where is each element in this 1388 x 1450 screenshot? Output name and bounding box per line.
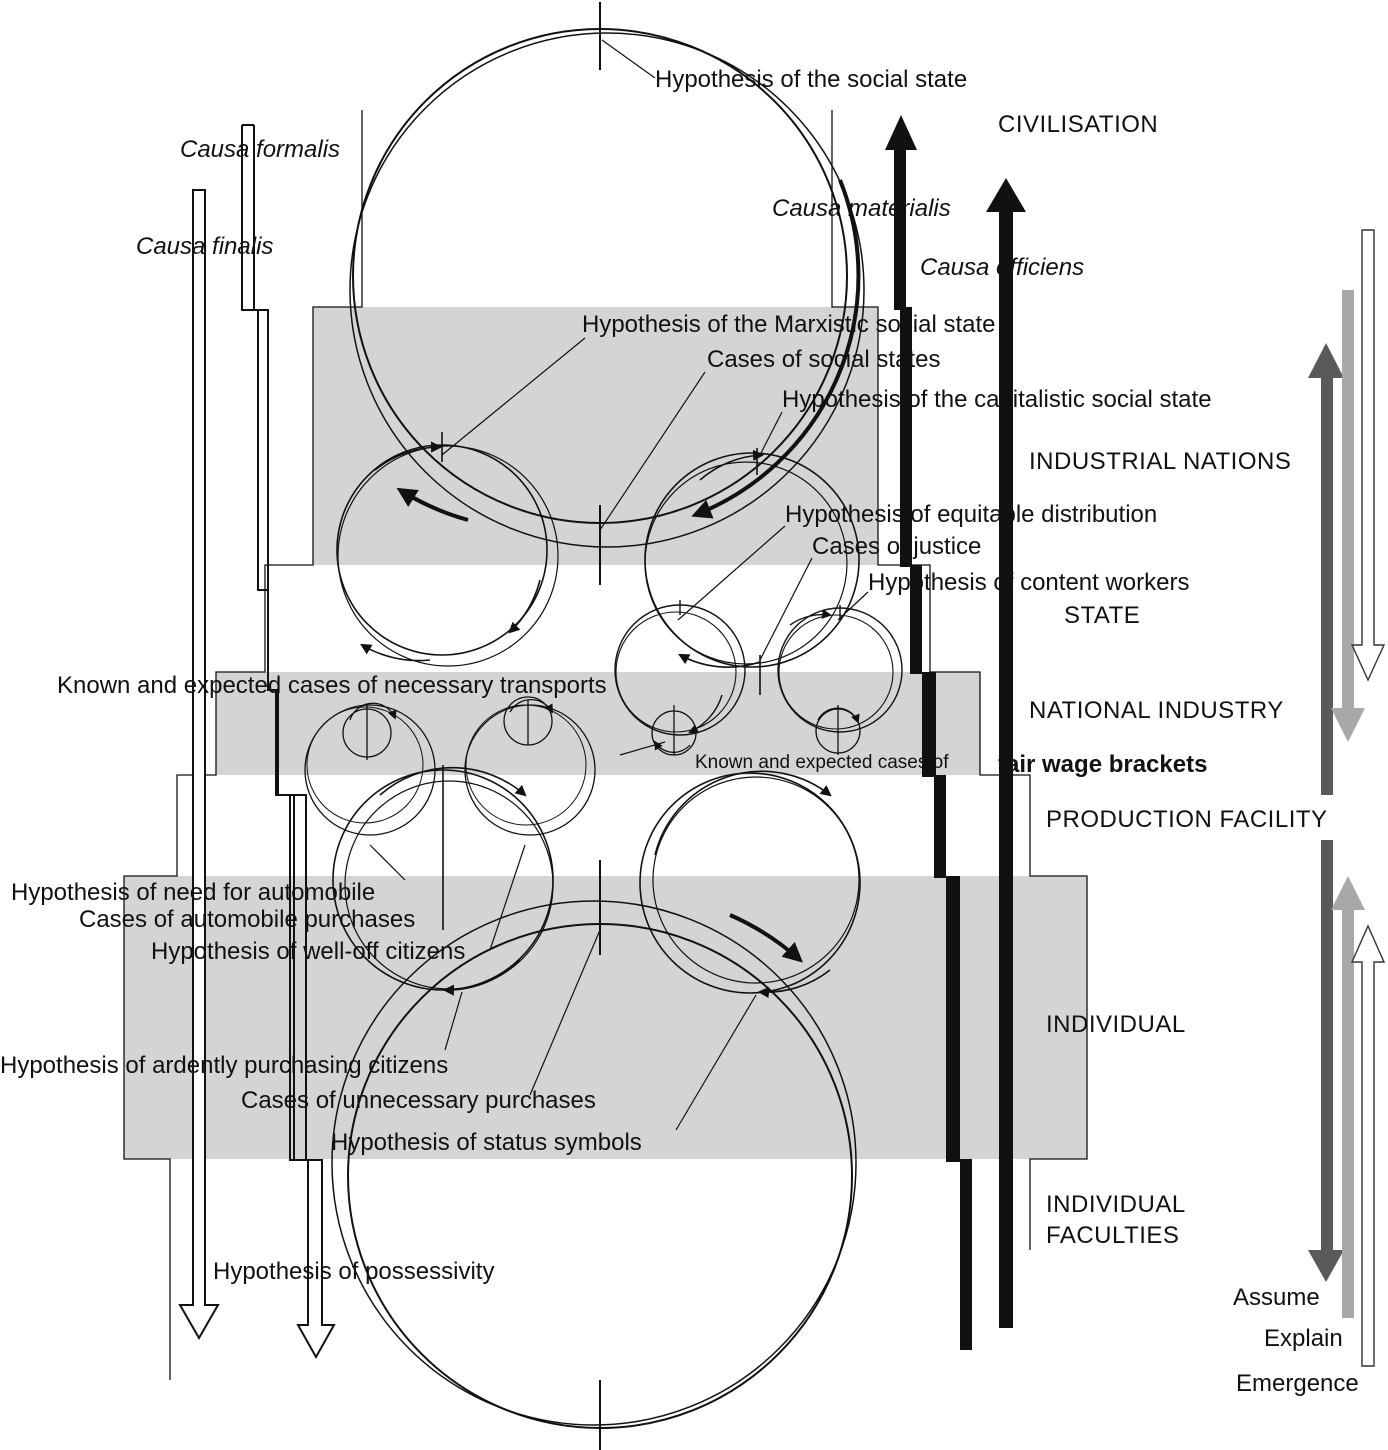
label-transports: Known and expected cases of necessary tr… bbox=[57, 672, 607, 699]
label-need-automobile: Hypothesis of need for automobile bbox=[11, 879, 375, 906]
label-well-off: Hypothesis of well-off citizens bbox=[151, 938, 465, 965]
level-state: STATE bbox=[1064, 602, 1140, 629]
level-individual-faculties-line1: INDIVIDUAL bbox=[1046, 1191, 1186, 1218]
label-justice: Cases of justice bbox=[812, 533, 981, 560]
assume-arrow bbox=[1308, 343, 1344, 1282]
production-circles bbox=[332, 765, 861, 999]
legend-emergence: Emergence bbox=[1236, 1370, 1359, 1397]
cause-formalis: Causa formalis bbox=[180, 136, 340, 163]
label-social-state: Hypothesis of the social state bbox=[655, 66, 967, 93]
emergence-arrow bbox=[1350, 229, 1386, 1367]
level-labels: CIVILISATION INDUSTRIAL NATIONS STATE NA… bbox=[998, 111, 1328, 1249]
cause-materialis: Causa materialis bbox=[772, 195, 951, 222]
level-production-facility: PRODUCTION FACILITY bbox=[1046, 806, 1328, 833]
label-ardently: Hypothesis of ardently purchasing citize… bbox=[0, 1052, 448, 1079]
label-unnecessary: Cases of unnecessary purchases bbox=[241, 1087, 596, 1114]
label-status-symbols: Hypothesis of status symbols bbox=[331, 1129, 642, 1156]
national-industry-circles bbox=[304, 696, 861, 836]
band-outlines bbox=[123, 110, 1088, 1380]
label-fair-wage: fair wage brackets bbox=[998, 751, 1207, 778]
label-content-workers: Hypothesis of content workers bbox=[868, 569, 1189, 596]
level-individual-faculties-line2: FACULTIES bbox=[1046, 1222, 1179, 1249]
label-known-expected-of: Known and expected cases of bbox=[695, 752, 949, 773]
level-individual: INDIVIDUAL bbox=[1046, 1011, 1186, 1038]
level-national-industry: NATIONAL INDUSTRY bbox=[1029, 697, 1284, 724]
causa-finalis-arrow bbox=[178, 189, 220, 1341]
level-civilisation: CIVILISATION bbox=[998, 111, 1158, 138]
text-labels: Hypothesis of the social state Causa for… bbox=[0, 66, 1212, 1285]
level-industrial-nations: INDUSTRIAL NATIONS bbox=[1029, 448, 1291, 475]
label-automobile-purchases: Cases of automobile purchases bbox=[79, 906, 415, 933]
causa-efficiens-arrow bbox=[986, 178, 1026, 1328]
legend-labels: Assume Explain Emergence bbox=[1233, 1284, 1359, 1397]
label-capitalistic: Hypothesis of the capitalistic social st… bbox=[782, 386, 1212, 413]
possessivity-circles bbox=[331, 860, 857, 1450]
state-circles bbox=[614, 600, 903, 736]
social-state-circles bbox=[349, 2, 865, 585]
industrial-circles bbox=[336, 432, 860, 695]
label-marxistic: Hypothesis of the Marxistic social state bbox=[582, 311, 996, 338]
leader-lines bbox=[369, 39, 869, 1131]
label-possessivity: Hypothesis of possessivity bbox=[213, 1258, 494, 1285]
causa-formalis-arrow bbox=[241, 124, 336, 1360]
label-cases-social-states: Cases of social states bbox=[707, 346, 940, 373]
legend-explain: Explain bbox=[1264, 1325, 1343, 1352]
cause-efficiens: Causa efficiens bbox=[920, 254, 1084, 281]
legend-assume: Assume bbox=[1233, 1284, 1320, 1311]
explain-arrow bbox=[1331, 290, 1365, 1318]
label-equitable: Hypothesis of equitable distribution bbox=[785, 501, 1157, 528]
causa-materialis-arrow bbox=[885, 115, 972, 1350]
cause-finalis: Causa finalis bbox=[136, 233, 273, 260]
